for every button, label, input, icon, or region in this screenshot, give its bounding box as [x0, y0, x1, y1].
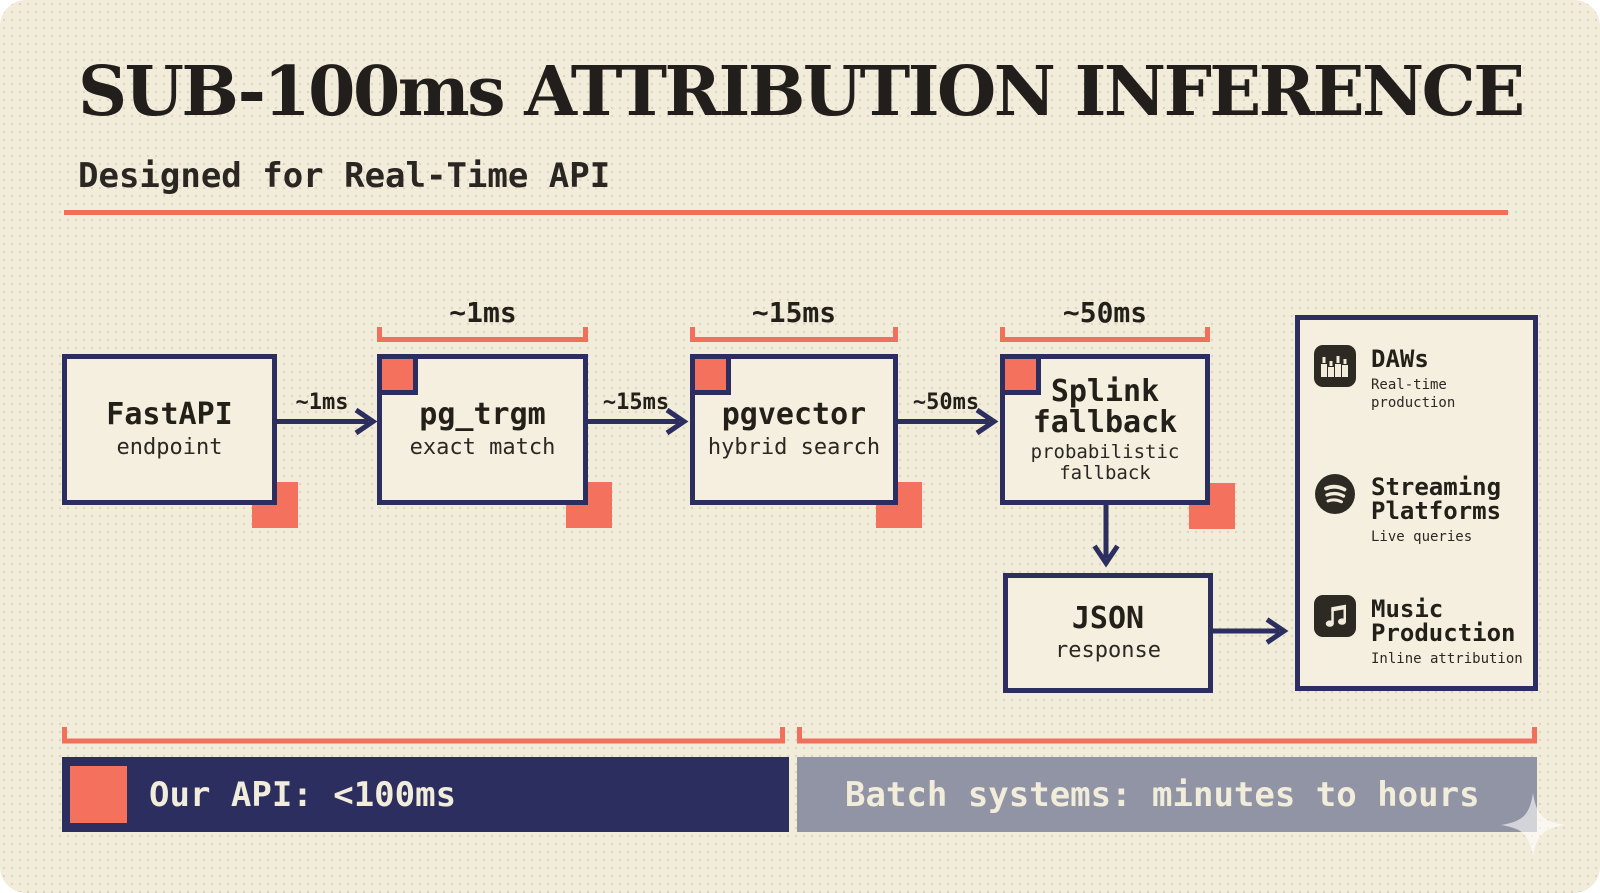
- node-fastapi: FastAPI endpoint: [62, 354, 277, 505]
- footer-brackets: [62, 727, 1537, 744]
- node-subtitle: probabilistic fallback: [1030, 440, 1180, 484]
- arrowhead-icon: [354, 407, 378, 436]
- arrowhead-icon: [975, 407, 999, 436]
- arrowhead-icon: [1265, 617, 1289, 645]
- node-title: pg_trgm: [419, 397, 546, 433]
- node-subtitle: exact match: [409, 434, 556, 460]
- batch-systems-bar: Batch systems: minutes to hours: [797, 757, 1537, 832]
- page-title: SUB-100ms ATTRIBUTION INFERENCE: [78, 52, 1525, 132]
- destination-item-streaming: Streaming Platforms Live queries: [1313, 472, 1533, 547]
- arrow-timing-label: ~50ms: [912, 390, 980, 415]
- node-subtitle: response: [1055, 638, 1161, 664]
- destination-text: DAWs Real-time production: [1371, 344, 1531, 412]
- footer-bracket-right: [797, 727, 1537, 744]
- node-title: Splink fallback: [1032, 373, 1178, 441]
- footer-bracket-left: [62, 727, 785, 744]
- timing-bracket-label: ~50ms: [1062, 296, 1148, 329]
- node-title: JSON: [1071, 600, 1145, 636]
- destination-subtitle: Live queries: [1371, 529, 1473, 545]
- node-json-response: JSON response: [1003, 573, 1213, 693]
- arrowhead-icon: [665, 407, 689, 436]
- music-note-icon: [1314, 595, 1356, 637]
- corner-accent-square: [382, 359, 418, 395]
- arrow-timing-label: ~1ms: [295, 390, 349, 415]
- legend-accent-square: [70, 766, 127, 823]
- destination-title: Music Production: [1371, 595, 1516, 647]
- destination-item-music-production: Music Production Inline attribution: [1313, 594, 1533, 669]
- timing-bracket-label: ~1ms: [449, 296, 517, 329]
- destination-subtitle: Real-time production: [1371, 377, 1456, 411]
- destination-subtitle: Inline attribution: [1371, 651, 1523, 667]
- page-subtitle: Designed for Real-Time API: [78, 156, 611, 196]
- streaming-icon: [1315, 474, 1355, 514]
- corner-accent-square: [1005, 359, 1041, 395]
- header-divider: [64, 210, 1508, 215]
- our-api-label: Our API: <100ms: [149, 774, 457, 815]
- node-pgvector: pgvector hybrid search: [690, 354, 898, 505]
- node-subtitle: endpoint: [116, 434, 223, 460]
- destinations-panel: DAWs Real-time production Streaming Plat…: [1295, 315, 1538, 691]
- batch-systems-label: Batch systems: minutes to hours: [845, 774, 1480, 815]
- destination-text: Streaming Platforms Live queries: [1371, 472, 1533, 547]
- node-splink-fallback: Splink fallback probabilistic fallback: [1000, 354, 1210, 505]
- corner-accent-square: [695, 359, 731, 395]
- node-subtitle: hybrid search: [707, 434, 881, 460]
- destination-text: Music Production Inline attribution: [1371, 594, 1533, 669]
- arrowhead-icon: [1092, 544, 1120, 568]
- our-api-bar: Our API: <100ms: [62, 757, 789, 832]
- node-title: pgvector: [721, 397, 867, 433]
- destination-title: DAWs: [1371, 345, 1429, 373]
- arrow-timing-label: ~15ms: [602, 390, 670, 415]
- destination-title: Streaming Platforms: [1371, 473, 1502, 525]
- node-title: FastAPI: [106, 397, 233, 433]
- node-pg-trgm: pg_trgm exact match: [377, 354, 588, 505]
- daw-icon: [1314, 345, 1356, 387]
- timing-bracket-label: ~15ms: [751, 296, 837, 329]
- destination-item-daws: DAWs Real-time production: [1313, 344, 1531, 412]
